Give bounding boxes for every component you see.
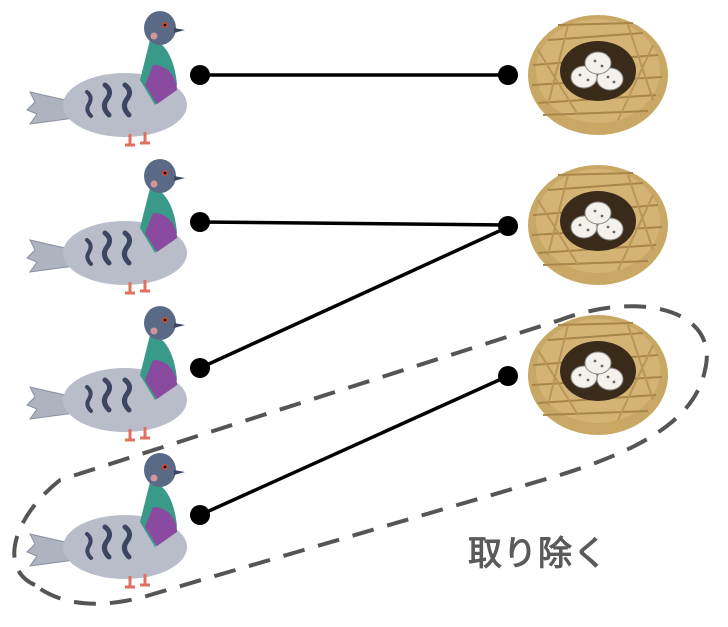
nest-with-eggs-icon: [527, 314, 669, 436]
pigeon-2-dot: [190, 212, 210, 232]
removed-group-outline: [12, 304, 709, 606]
remove-label: 取り除く: [468, 534, 608, 574]
edge-pigeon-4-nest-3: [199, 374, 509, 517]
pigeon-icon: [27, 306, 187, 440]
nest-1-dot: [498, 65, 518, 85]
nest-with-eggs-icon: [527, 14, 669, 136]
pigeon-icon: [27, 159, 187, 293]
nest-with-eggs-icon: [527, 164, 669, 286]
nest-2-dot: [498, 216, 518, 236]
pigeon-3-dot: [190, 358, 210, 378]
edges-layer: [199, 73, 509, 517]
pigeon-icon: [27, 11, 187, 145]
nest-3-dot: [498, 366, 518, 386]
edge-pigeon-3-nest-2: [199, 225, 509, 370]
edge-pigeon-2-nest-2: [199, 220, 509, 227]
pigeon-4-dot: [190, 505, 210, 525]
endpoints-layer: [190, 65, 518, 525]
pigeon-1-dot: [190, 65, 210, 85]
pigeon-icon: [27, 453, 187, 587]
